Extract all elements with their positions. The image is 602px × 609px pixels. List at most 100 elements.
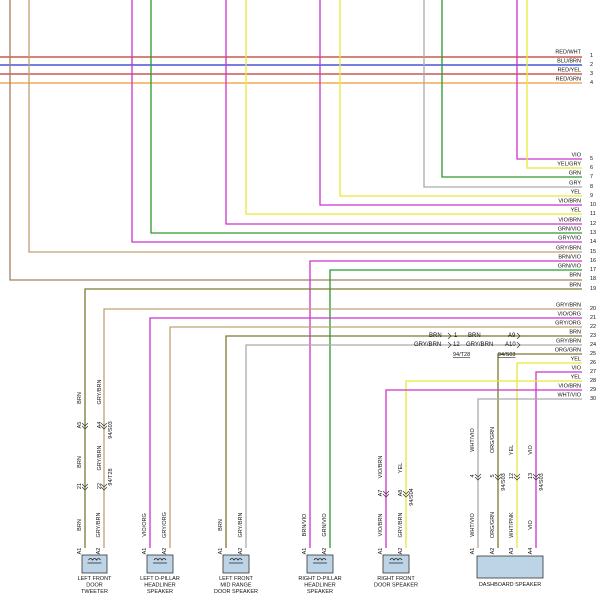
- speaker-4-wire1-label: VIO/BRN: [378, 514, 384, 537]
- speaker-3-title-1: HEADLINER: [304, 583, 336, 589]
- speaker-3-pin1-label: A1: [302, 548, 308, 555]
- db-orggrn-label: ORG/GRN: [490, 427, 496, 453]
- wire-28: [405, 380, 582, 548]
- connector-chevron-8: [513, 473, 521, 478]
- wire-label-14: GRY/VIO: [558, 236, 582, 242]
- wire-15: [28, 0, 582, 253]
- wire-number-16: 16: [590, 258, 596, 264]
- wire-12: [225, 0, 582, 225]
- wire-label-3: RED/YEL: [557, 68, 581, 74]
- speaker-3-title-2: SPEAKER: [307, 589, 333, 595]
- speaker-0-title-2: TWEETER: [81, 589, 108, 595]
- connector-chevron-7: [494, 473, 502, 478]
- speaker-4-pin1-label: A1: [378, 548, 384, 555]
- wire-number-7: 7: [590, 174, 593, 180]
- rf-vio-label: VIO/BRN: [378, 456, 384, 479]
- dashboard-pin-1-label: A2: [490, 548, 496, 555]
- wire-26: [516, 362, 582, 548]
- connector-chevron-5: [402, 490, 410, 495]
- db-5-label: 5: [490, 474, 496, 477]
- wire-number-4: 4: [590, 80, 593, 86]
- speaker-3-wire2-label: GRN/VIO: [322, 513, 328, 537]
- speaker-4-coil-icon: [389, 558, 403, 564]
- inline-c1-a: BRN: [429, 333, 442, 339]
- connector-chevron-6-b: [474, 476, 482, 481]
- wire-label-1: RED/WHT: [555, 50, 581, 56]
- dashboard-pin-3-label: A4: [528, 548, 534, 555]
- inline-conn-a: 94/T28: [453, 352, 470, 358]
- wire-label-27: VIO: [572, 366, 582, 372]
- speaker-2-title-0: LEFT FRONT: [219, 576, 253, 582]
- wire-number-29: 29: [590, 387, 596, 393]
- wire-number-3: 3: [590, 71, 593, 77]
- wire-label-26: YEL: [571, 357, 581, 363]
- speaker-1-title-1: HEADLINER: [144, 583, 176, 589]
- db-12-label: 12: [509, 473, 515, 479]
- wire-number-26: 26: [590, 360, 596, 366]
- speaker-1-wire1-label: VIO/ORG: [142, 513, 148, 537]
- inline-chevron-1: [447, 341, 452, 349]
- lf-brn2-label: BRN: [77, 456, 83, 468]
- wire-label-8: GRY: [569, 181, 581, 187]
- wire-labels: RED/WHT1BLU/BRN2RED/YEL3RED/GRN4VIO5YEL/…: [555, 50, 596, 403]
- connector-chevron-0: [81, 422, 89, 427]
- connector-chevron-1: [100, 422, 108, 427]
- wire-label-7: GRN: [569, 171, 581, 177]
- wire-17: [329, 269, 582, 548]
- wire-7: [441, 0, 582, 178]
- speaker-0-pin1-label: A1: [77, 548, 83, 555]
- speaker-0-title-0: LEFT FRONT: [78, 576, 112, 582]
- wire-number-17: 17: [590, 267, 596, 273]
- wire-label-16: BRN/VIO: [558, 255, 581, 261]
- lf-brn-label: BRN: [77, 392, 83, 404]
- speaker-1-coil-icon: [153, 558, 167, 564]
- inline-c2-b: GRY/BRN: [466, 342, 493, 348]
- wire-number-28: 28: [590, 378, 596, 384]
- speaker-1-pin1-label: A1: [142, 548, 148, 555]
- connector-chevron-2-b: [81, 486, 89, 491]
- wire-label-10: VIO/BRN: [558, 199, 581, 205]
- speaker-1-title-0: LEFT D-PILLAR: [140, 576, 180, 582]
- dashboard-wire-0-label: WHT/VIO: [470, 513, 476, 537]
- inline-chevron-2: [516, 332, 521, 340]
- speaker-3-coil-icon: [313, 558, 327, 564]
- inline-c2-a: GRY/BRN: [414, 342, 441, 348]
- wire-number-9: 9: [590, 193, 593, 199]
- wire-label-12: VIO/BRN: [558, 218, 581, 224]
- speaker-4-pin2-label: A2: [398, 548, 404, 555]
- speaker-0-body: [81, 554, 108, 574]
- db-vio-label: VIO: [528, 445, 534, 455]
- wire-10: [319, 0, 582, 206]
- inline-c1-pin: 1: [454, 333, 458, 339]
- db-13-label: 13: [528, 473, 534, 479]
- speaker-2-title-1: MID RANGE: [220, 583, 252, 589]
- wire-number-21: 21: [590, 315, 596, 321]
- inline-chevron-0: [447, 332, 452, 340]
- wire-number-20: 20: [590, 306, 596, 312]
- lf-21-label: 21: [77, 483, 83, 489]
- lf-grybrn2-label: GRY/BRN: [97, 445, 103, 470]
- speaker-1-wire2-label: GRY/ORG: [162, 512, 168, 538]
- wire-19: [84, 288, 582, 548]
- wire-14: [131, 0, 582, 243]
- wire-label-23: BRN: [569, 330, 581, 336]
- wire-label-21: VIO/ORG: [557, 312, 581, 318]
- speaker-3-pin2-label: A2: [322, 548, 328, 555]
- speaker-4-title-1: DOOR SPEAKER: [374, 583, 418, 589]
- speaker-2-title-2: DOOR SPEAKER: [214, 589, 258, 595]
- lf-a4-label: A4: [97, 422, 103, 429]
- wire-number-12: 12: [590, 221, 596, 227]
- lf-conn1-label: 94/S03: [108, 421, 114, 438]
- wire-number-24: 24: [590, 342, 596, 348]
- wire-number-30: 30: [590, 396, 596, 402]
- wire-27: [535, 371, 582, 548]
- wire-number-8: 8: [590, 184, 593, 190]
- wire-label-6: YEL/GRY: [557, 162, 581, 168]
- speaker-3-title-0: RIGHT D-PILLAR: [298, 576, 341, 582]
- wire-label-11: YEL: [571, 208, 581, 214]
